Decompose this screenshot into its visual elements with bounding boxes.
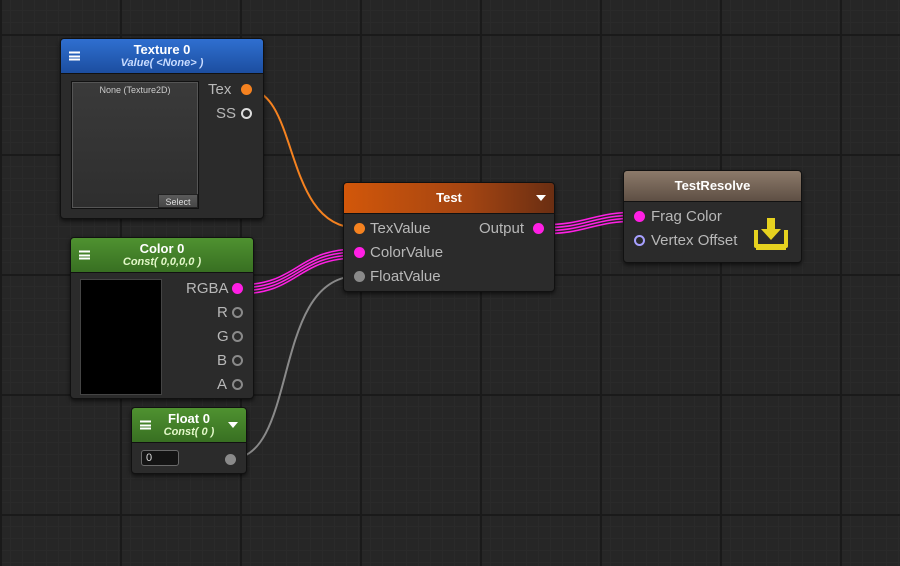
test-node[interactable]: Test TexValue ColorValue FloatValue Outp… — [343, 182, 555, 292]
output-port-output[interactable] — [533, 223, 544, 234]
port-label-texvalue: TexValue — [370, 220, 431, 237]
input-port-texvalue[interactable] — [354, 223, 365, 234]
output-port-g[interactable] — [232, 331, 243, 342]
node-title: Color 0 — [139, 241, 185, 256]
input-port-vertex-offset[interactable] — [634, 235, 645, 246]
output-port-tex[interactable] — [241, 84, 252, 95]
port-label-rgba: RGBA — [186, 280, 229, 297]
wire-color — [236, 248, 359, 295]
input-port-colorvalue[interactable] — [354, 247, 365, 258]
output-port-b[interactable] — [232, 355, 243, 366]
port-label-g: G — [217, 328, 229, 345]
port-label-floatvalue: FloatValue — [370, 268, 441, 285]
port-label-output: Output — [479, 220, 525, 237]
output-port-float[interactable] — [225, 454, 236, 465]
test-resolve-node[interactable]: TestResolve Frag Color Vertex Offset — [623, 170, 802, 263]
node-subtitle: Value( <None> ) — [120, 57, 204, 69]
node-subtitle: Const( 0,0,0,0 ) — [122, 256, 202, 268]
input-port-frag-color[interactable] — [634, 211, 645, 222]
float-value-input[interactable]: 0 — [141, 450, 179, 466]
hamburger-icon[interactable] — [140, 420, 151, 430]
node-title: Test — [436, 190, 462, 205]
input-port-floatvalue[interactable] — [354, 271, 365, 282]
float-node[interactable]: Float 0 Const( 0 ) 0 — [131, 407, 247, 474]
triangle-down-icon[interactable] — [228, 422, 238, 428]
select-button[interactable]: Select — [158, 194, 198, 208]
node-title: Texture 0 — [133, 42, 191, 57]
color-node[interactable]: Color 0 Const( 0,0,0,0 ) RGBA R G B A — [70, 237, 254, 399]
color-node-header[interactable]: Color 0 Const( 0,0,0,0 ) — [71, 238, 253, 273]
test-resolve-node-header[interactable]: TestResolve — [624, 171, 801, 202]
texture-node-header[interactable]: Texture 0 Value( <None> ) — [61, 39, 263, 74]
output-port-rgba[interactable] — [232, 283, 243, 294]
output-port-a[interactable] — [232, 379, 243, 390]
port-label-tex: Tex — [208, 81, 232, 98]
port-label-frag-color: Frag Color — [651, 208, 722, 225]
port-label-ss: SS — [216, 105, 237, 122]
port-label-b: B — [217, 352, 228, 369]
output-port-ss[interactable] — [241, 108, 252, 119]
port-label-vertex-offset: Vertex Offset — [651, 232, 738, 249]
float-node-header[interactable]: Float 0 Const( 0 ) — [132, 408, 246, 443]
texture-preview-label: None (Texture2D) — [99, 85, 171, 95]
texture-node[interactable]: Texture 0 Value( <None> ) None (Texture2… — [60, 38, 264, 219]
port-label-colorvalue: ColorValue — [370, 244, 444, 261]
triangle-down-icon[interactable] — [536, 195, 546, 201]
hamburger-icon[interactable] — [69, 51, 80, 61]
download-tray-icon — [754, 218, 788, 250]
hamburger-icon[interactable] — [79, 250, 90, 260]
port-label-r: R — [217, 304, 228, 321]
test-node-header[interactable]: Test — [344, 183, 554, 214]
color-swatch[interactable] — [80, 279, 162, 395]
node-title: TestResolve — [674, 178, 751, 193]
output-port-r[interactable] — [232, 307, 243, 318]
port-label-a: A — [217, 376, 228, 393]
texture-preview[interactable]: None (Texture2D) Select — [71, 81, 199, 209]
node-subtitle: Const( 0 ) — [163, 426, 215, 438]
node-title: Float 0 — [168, 411, 210, 426]
